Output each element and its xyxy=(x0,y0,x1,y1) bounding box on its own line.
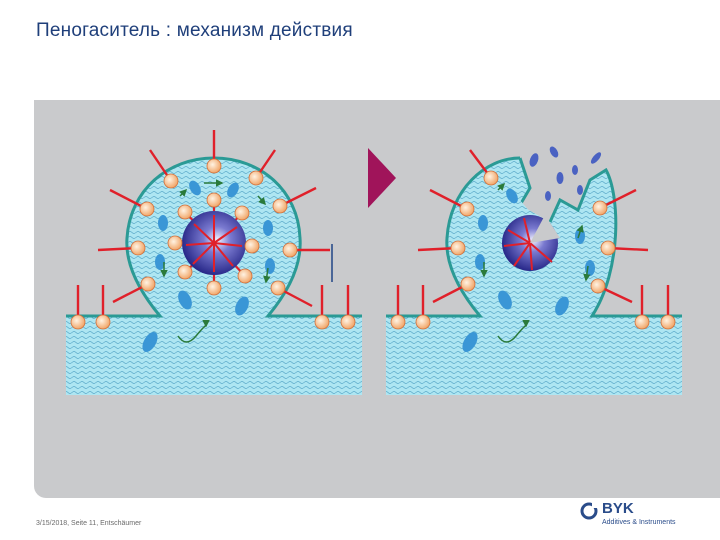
left-diagram xyxy=(66,130,362,395)
right-flow-arrows xyxy=(480,182,591,343)
brand-name: BYK xyxy=(602,500,634,517)
slide-title: Пеногаситель : механизм действия xyxy=(36,20,353,41)
right-drainage-drops xyxy=(462,188,595,352)
left-droplet-spokes xyxy=(185,215,243,272)
right-diagram xyxy=(386,146,682,395)
slide-footer: 3/15/2018, Seite 11, Entschäumer xyxy=(36,520,142,527)
brand-subtitle: Additives & Instruments xyxy=(602,519,676,526)
byk-logo: BYK Additives & Instruments xyxy=(580,498,690,532)
right-surfactant-heads xyxy=(390,170,676,330)
byk-logo-icon xyxy=(580,502,598,520)
left-surfactant-heads xyxy=(70,158,356,330)
play-arrow-icon xyxy=(368,148,396,208)
right-droplet-spokes xyxy=(503,217,553,271)
right-rupture-fragments xyxy=(529,146,602,201)
right-film-border xyxy=(386,156,682,318)
left-drainage-drops xyxy=(142,180,275,352)
left-flow-arrows xyxy=(160,179,271,343)
right-droplet-notch xyxy=(530,215,560,243)
